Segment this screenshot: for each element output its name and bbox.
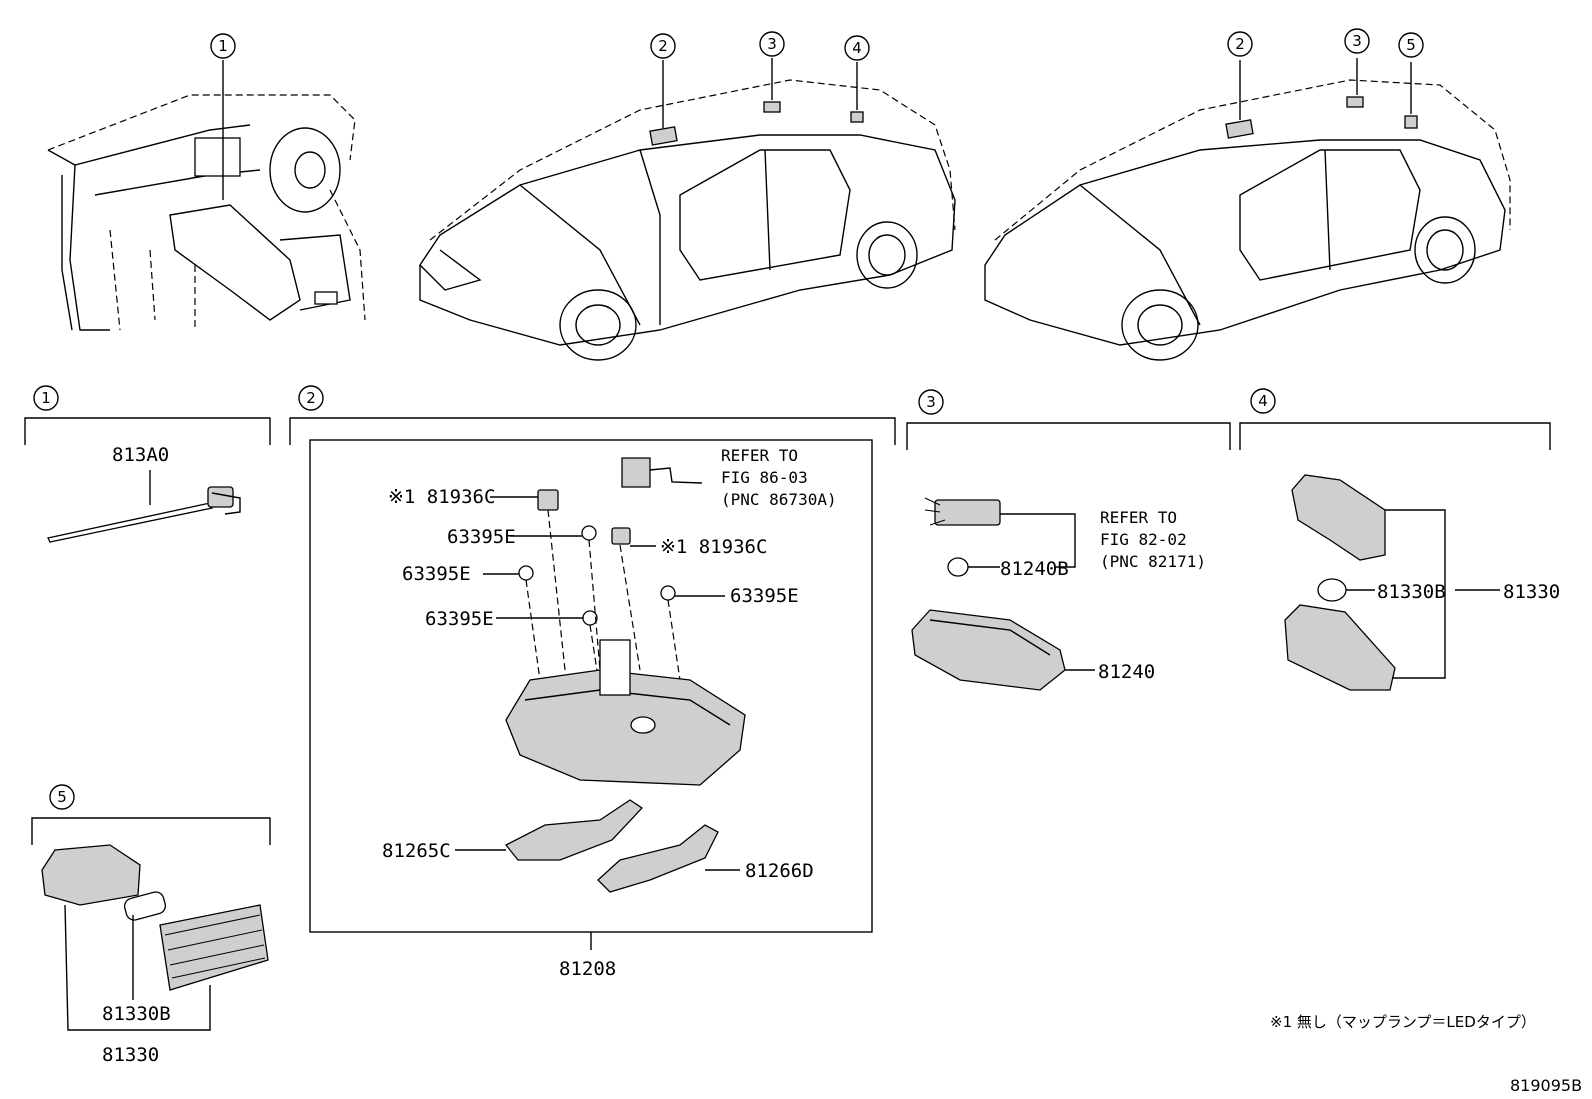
figure-id: 819095B bbox=[1510, 1076, 1582, 1095]
lamp-cover-g5 bbox=[41, 844, 141, 906]
svg-text:3: 3 bbox=[1352, 32, 1362, 50]
svg-text:81265C: 81265C bbox=[382, 840, 451, 862]
svg-text:81240B: 81240B bbox=[1000, 558, 1069, 580]
svg-text:1: 1 bbox=[41, 389, 51, 407]
svg-text:5: 5 bbox=[1406, 36, 1416, 54]
svg-text:※1 81936C: ※1 81936C bbox=[660, 536, 767, 558]
svg-text:FIG 82-02: FIG 82-02 bbox=[1100, 530, 1187, 549]
svg-text:81330: 81330 bbox=[1503, 581, 1560, 603]
callout-3-sedan: 3 bbox=[759, 31, 785, 57]
lamp-cover-81330 bbox=[1291, 474, 1386, 561]
part-81208: 81208 bbox=[559, 958, 616, 980]
cover-81266D bbox=[597, 824, 719, 893]
svg-text:81240: 81240 bbox=[1098, 661, 1155, 683]
group-2: 2 81208 REFER TO FIG 86-03 (PNC 86730A) … bbox=[289, 385, 896, 980]
svg-text:63395E: 63395E bbox=[447, 526, 516, 548]
svg-text:63395E: 63395E bbox=[730, 585, 799, 607]
svg-text:(PNC 86730A): (PNC 86730A) bbox=[721, 490, 837, 509]
callout-2-hatch: 2 bbox=[1227, 31, 1253, 57]
map-lamp-housing bbox=[505, 669, 746, 786]
svg-text:1: 1 bbox=[218, 37, 228, 55]
svg-text:REFER TO: REFER TO bbox=[721, 446, 798, 465]
lamp-base-81330 bbox=[1284, 604, 1396, 691]
hatchback-illustration bbox=[984, 58, 1511, 361]
svg-text:81330B: 81330B bbox=[102, 1003, 171, 1025]
svg-text:REFER TO: REFER TO bbox=[1100, 508, 1177, 527]
dashboard-illustration bbox=[47, 60, 366, 331]
group-5: 5 81330B 81330 bbox=[31, 784, 271, 1066]
svg-text:3: 3 bbox=[767, 35, 777, 53]
footnote: ※1 無し（マップランプ＝LEDタイプ） bbox=[1270, 1013, 1536, 1031]
part-813A0: 813A0 bbox=[112, 444, 169, 466]
svg-text:81330: 81330 bbox=[102, 1044, 159, 1066]
group-3: 3 REFER TO FIG 82-02 (PNC 82171) 81240B … bbox=[906, 389, 1231, 691]
group-1: 1 813A0 bbox=[24, 385, 271, 543]
callout-5-hatch: 5 bbox=[1398, 32, 1424, 58]
svg-text:63395E: 63395E bbox=[425, 608, 494, 630]
svg-text:5: 5 bbox=[57, 788, 67, 806]
svg-text:81266D: 81266D bbox=[745, 860, 814, 882]
callout-2-sedan: 2 bbox=[650, 33, 676, 59]
callout-3-hatch: 3 bbox=[1344, 28, 1370, 54]
svg-text:4: 4 bbox=[852, 39, 862, 57]
group-4: 4 81330B 81330 bbox=[1239, 388, 1560, 691]
svg-text:63395E: 63395E bbox=[402, 563, 471, 585]
svg-text:3: 3 bbox=[926, 393, 936, 411]
callout-4-sedan: 4 bbox=[844, 35, 870, 61]
svg-text:4: 4 bbox=[1258, 392, 1268, 410]
svg-text:※1 81936C: ※1 81936C bbox=[388, 486, 495, 508]
lens-g5 bbox=[159, 904, 269, 991]
callout-1-top: 1 bbox=[210, 33, 236, 59]
svg-text:2: 2 bbox=[658, 37, 668, 55]
sedan-illustration bbox=[419, 58, 956, 361]
svg-text:2: 2 bbox=[306, 389, 316, 407]
svg-text:81330B: 81330B bbox=[1377, 581, 1446, 603]
svg-text:(PNC 82171): (PNC 82171) bbox=[1100, 552, 1206, 571]
svg-text:2: 2 bbox=[1235, 35, 1245, 53]
svg-text:FIG 86-03: FIG 86-03 bbox=[721, 468, 808, 487]
cover-81265C bbox=[504, 799, 643, 861]
